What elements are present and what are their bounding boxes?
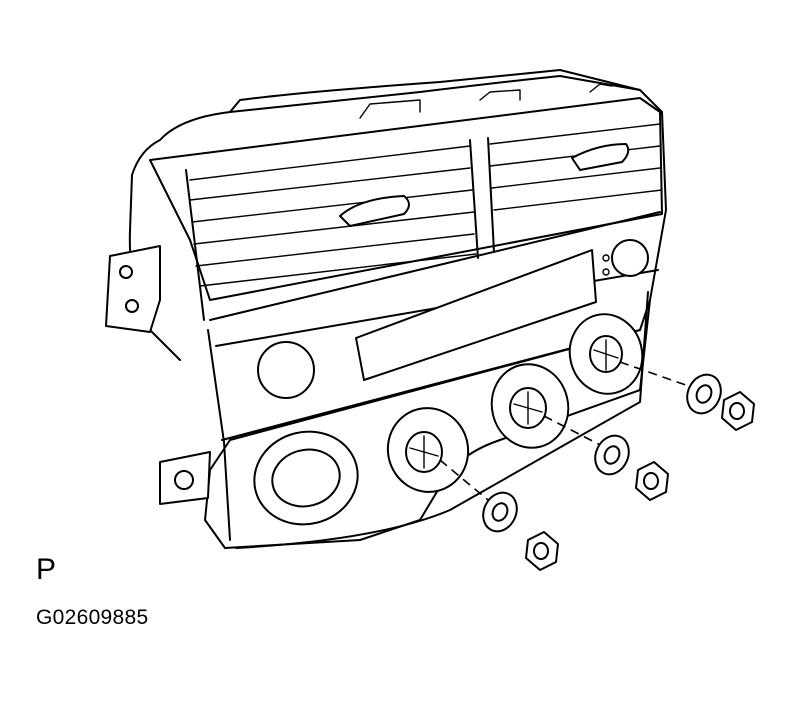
temperature-dial-opening [386,407,470,493]
bracket-bolt-hole-icon [119,265,133,279]
hex-nut-icon [721,391,755,431]
air-vent-louvers [149,97,663,321]
hex-nut-icon [635,461,669,501]
left-vent-adjuster [339,195,410,227]
hex-nut-icon [525,531,559,571]
lower-mounting-bracket [159,451,211,505]
display-panel [209,211,661,399]
upper-mounting-bracket [105,245,161,333]
left-push-button [257,341,315,399]
control-panel-face [207,291,649,549]
dial-spindle [405,431,443,473]
fan-dial-opening [253,430,359,526]
figure-code: G02609885 [36,606,149,629]
dial-spindle [509,387,547,429]
washer-icon [686,373,722,415]
view-label: P [36,553,57,586]
bracket-bolt-hole-icon [174,470,194,490]
washer-icon [482,491,518,533]
display-window [355,249,597,381]
exploded-fasteners [439,361,755,571]
dial-spindle [589,335,623,373]
right-push-button [611,239,649,277]
right-vent-adjuster [571,143,630,171]
mode-dial-opening [490,363,570,449]
washer-icon [594,434,630,476]
bracket-bolt-hole-icon [125,299,139,313]
indicator-dot-icon [602,268,610,276]
indicator-dot-icon [602,254,610,262]
